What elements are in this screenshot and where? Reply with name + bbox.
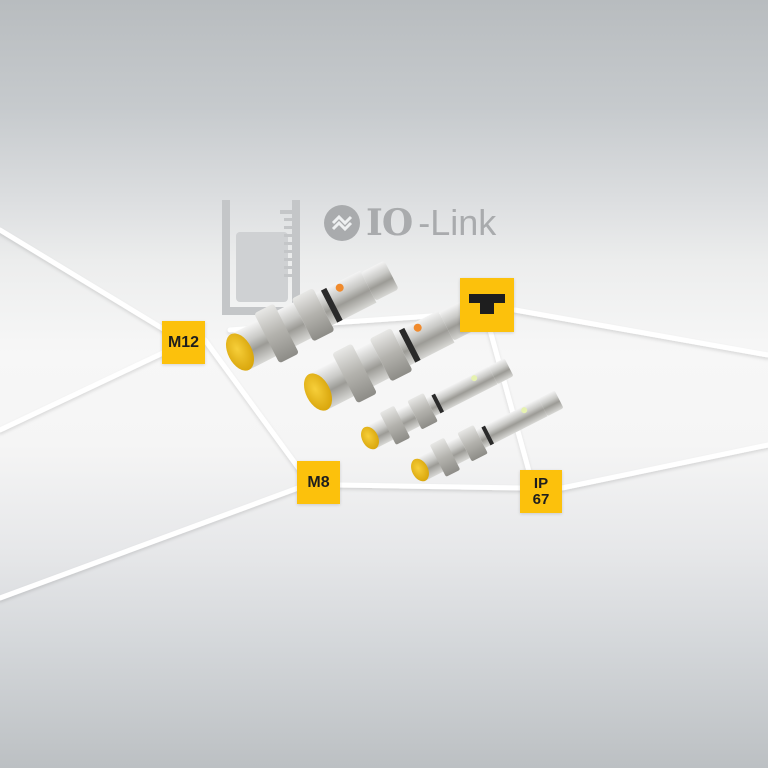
io-link-logo: IO -Link [324, 203, 496, 243]
turck-t-logo-icon [469, 294, 505, 314]
sensor-m8-right [411, 390, 563, 482]
sensor-m12-center [303, 301, 476, 411]
badge-m12: M12 [162, 321, 205, 364]
sensor-m8-center [361, 358, 513, 450]
badge-ip-line2: 67 [532, 490, 550, 508]
badge-m8: M8 [297, 461, 340, 504]
io-link-logo-icon [324, 205, 360, 241]
badge-m12-label: M12 [167, 333, 200, 351]
io-text: IO [366, 202, 413, 244]
badge-ip67: IP 67 [520, 470, 562, 513]
sensor-m12-left [225, 261, 398, 371]
badge-m8-label: M8 [307, 473, 330, 491]
link-text: -Link [418, 202, 497, 243]
turck-logo-badge [460, 278, 514, 332]
badge-ip-line1: IP [533, 474, 549, 492]
measuring-beaker-icon [222, 200, 302, 315]
